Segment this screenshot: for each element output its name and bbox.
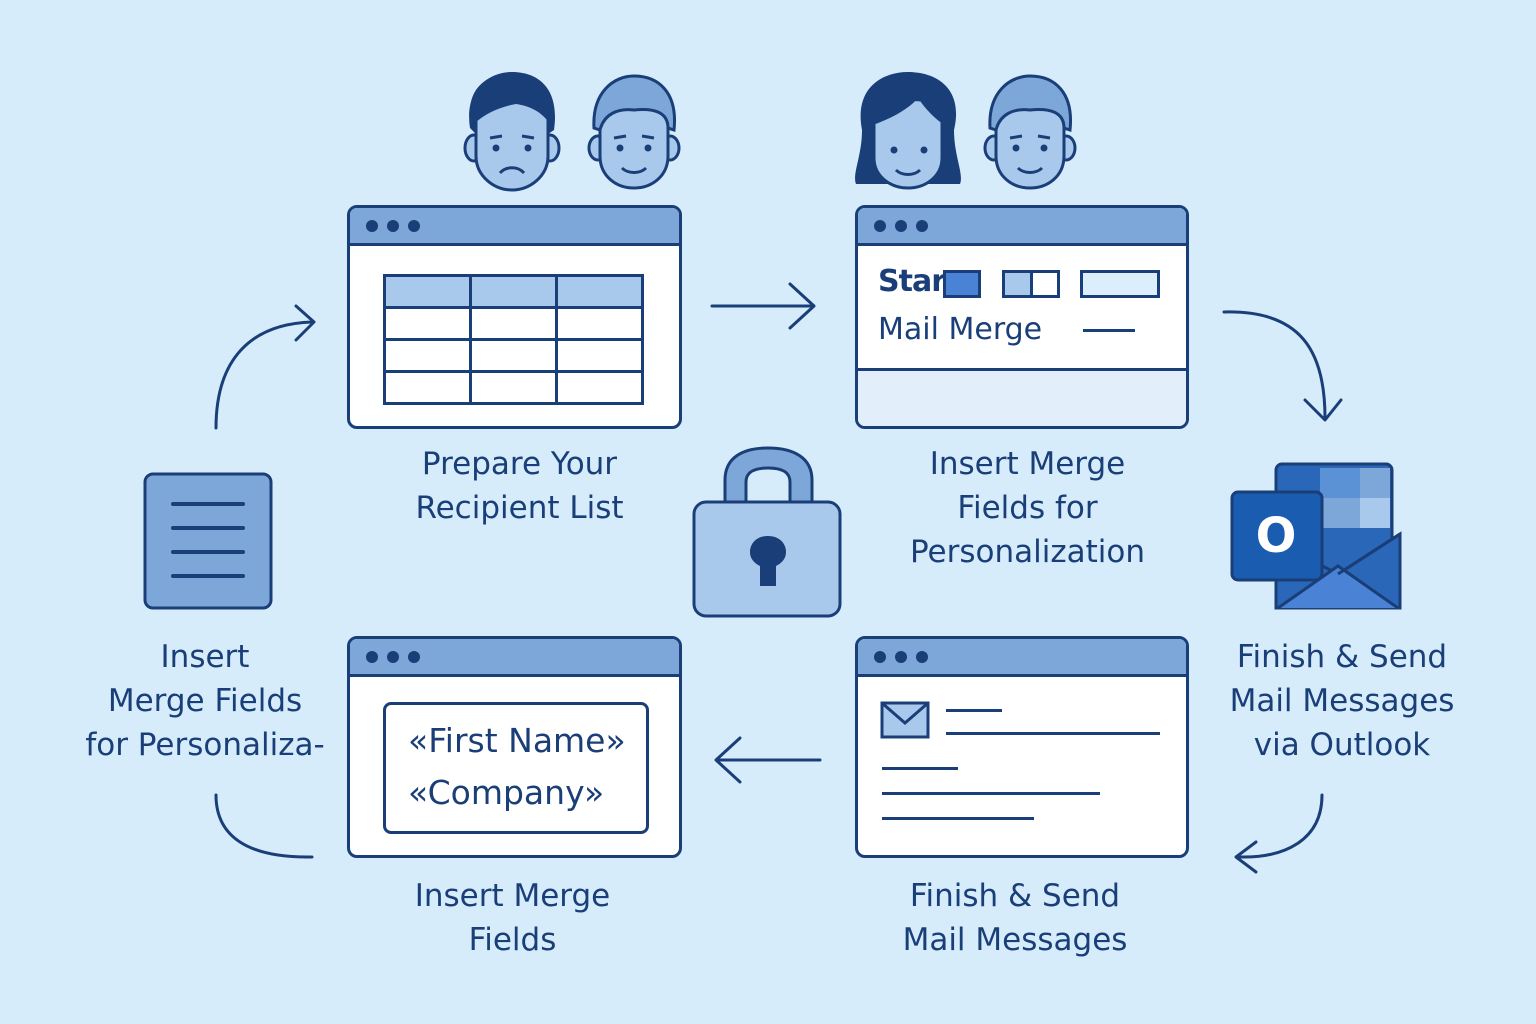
window-titlebar bbox=[350, 208, 679, 246]
ribbon-input[interactable] bbox=[1080, 270, 1160, 298]
arrow-curve-left-up bbox=[214, 304, 316, 430]
merge-field-first-name[interactable]: «First Name» bbox=[408, 721, 626, 760]
arrow-left-bottom bbox=[714, 736, 822, 784]
recipient-list-window bbox=[347, 205, 682, 429]
text-line bbox=[946, 709, 1002, 712]
lock-icon bbox=[692, 446, 842, 618]
start-text: Star bbox=[878, 264, 946, 299]
mail-merge-text: Mail Merge bbox=[878, 312, 1043, 347]
ribbon-line bbox=[1083, 329, 1135, 332]
window-titlebar bbox=[350, 639, 679, 677]
merge-fields-window: «First Name» «Company» bbox=[347, 636, 682, 858]
step-label-finish: Finish & Send Mail Messages bbox=[902, 878, 1128, 958]
document-icon bbox=[143, 472, 273, 610]
window-dot bbox=[895, 650, 907, 663]
step-label-insert: Insert Merge Fields bbox=[414, 878, 611, 958]
window-dot bbox=[874, 219, 886, 232]
outlook-letter: O bbox=[1256, 508, 1297, 564]
window-dot bbox=[916, 650, 928, 663]
window-dot bbox=[895, 219, 907, 232]
window-dot bbox=[387, 219, 399, 232]
merge-field-box[interactable]: «First Name» «Company» bbox=[383, 702, 649, 834]
ribbon-button-split[interactable] bbox=[1002, 270, 1060, 298]
text-line bbox=[882, 792, 1100, 795]
envelope-icon bbox=[880, 701, 930, 739]
text-line bbox=[882, 817, 1034, 820]
step-label-outlook: Finish & Send Mail Messages via Outlook bbox=[1229, 639, 1455, 763]
arrow-curve-right-down bbox=[1222, 310, 1343, 422]
window-dot bbox=[366, 650, 378, 663]
window-dot bbox=[916, 219, 928, 232]
step-label-document: Insert Merge Fields for Personaliza- bbox=[85, 639, 325, 763]
window-dot bbox=[408, 219, 420, 232]
arrow-curve-bottom-left bbox=[1234, 793, 1324, 874]
ribbon-button-primary[interactable] bbox=[943, 270, 981, 298]
step-label-start: Insert Merge Fields for Personalization bbox=[909, 446, 1146, 570]
person-icon-woman bbox=[855, 72, 961, 190]
text-line bbox=[882, 767, 958, 770]
window-dot bbox=[366, 219, 378, 232]
person-icon-man bbox=[983, 74, 1077, 190]
text-line bbox=[946, 732, 1160, 735]
arrow-right-top bbox=[710, 282, 816, 330]
email-window bbox=[855, 636, 1189, 858]
arrow-curve-bottom-loop bbox=[214, 793, 314, 859]
person-icon-frowning bbox=[463, 72, 561, 192]
window-dot bbox=[408, 650, 420, 663]
start-mail-merge-window: Star Mail Merge bbox=[855, 205, 1189, 429]
spreadsheet-grid bbox=[383, 274, 644, 405]
window-dot bbox=[874, 650, 886, 663]
step-label-prepare: Prepare Your Recipient List bbox=[415, 446, 624, 526]
window-titlebar bbox=[858, 208, 1186, 246]
outlook-icon: O bbox=[1230, 462, 1402, 610]
window-titlebar bbox=[858, 639, 1186, 677]
window-dot bbox=[387, 650, 399, 663]
person-icon-smiling bbox=[587, 74, 681, 190]
merge-field-company[interactable]: «Company» bbox=[408, 773, 605, 812]
window-footer bbox=[858, 368, 1186, 426]
